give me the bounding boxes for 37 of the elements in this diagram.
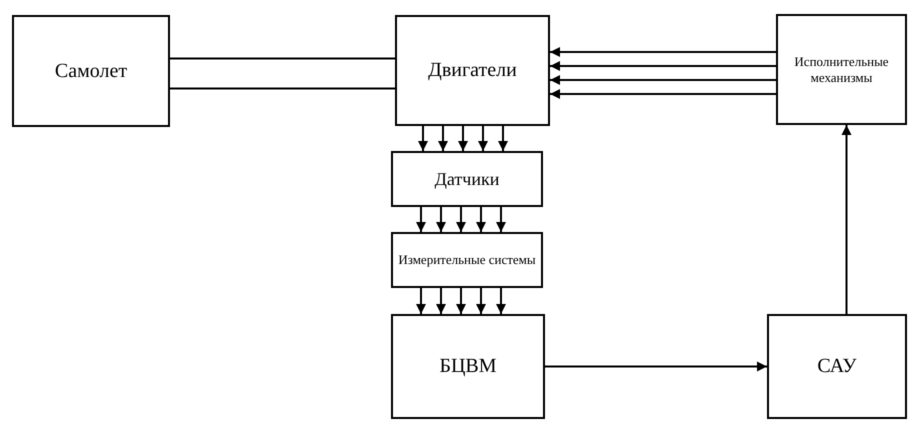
box-label: Исполнительные механизмы — [793, 54, 890, 86]
arrow — [550, 89, 776, 99]
arrow — [545, 362, 767, 372]
arrow — [498, 126, 508, 151]
arrow — [496, 288, 506, 314]
connector-line — [170, 58, 395, 60]
arrow — [550, 61, 776, 71]
connector-line — [170, 88, 395, 90]
process-box — [395, 15, 550, 126]
process-box — [767, 314, 907, 419]
process-box — [391, 314, 545, 419]
process-box — [12, 15, 170, 127]
arrow — [550, 75, 776, 85]
arrow — [476, 288, 486, 314]
arrow — [842, 125, 852, 314]
process-box — [391, 232, 543, 288]
box-label: БЦВМ — [439, 355, 497, 378]
box-label: САУ — [817, 355, 857, 378]
arrow — [478, 126, 488, 151]
box-label: Измерительные системы — [398, 252, 536, 268]
process-box — [776, 14, 907, 125]
arrow — [436, 207, 446, 232]
arrow — [550, 47, 776, 57]
arrow — [438, 126, 448, 151]
box-label: Самолет — [54, 60, 128, 82]
arrow — [456, 288, 466, 314]
box-label: Двигатели — [428, 59, 517, 82]
arrow — [458, 126, 468, 151]
arrow — [436, 288, 446, 314]
arrow — [476, 207, 486, 232]
arrow — [456, 207, 466, 232]
arrow — [418, 126, 428, 151]
arrow — [416, 288, 426, 314]
arrow — [496, 207, 506, 232]
process-box — [391, 151, 543, 207]
box-label: Датчики — [434, 168, 500, 190]
arrow — [416, 207, 426, 232]
